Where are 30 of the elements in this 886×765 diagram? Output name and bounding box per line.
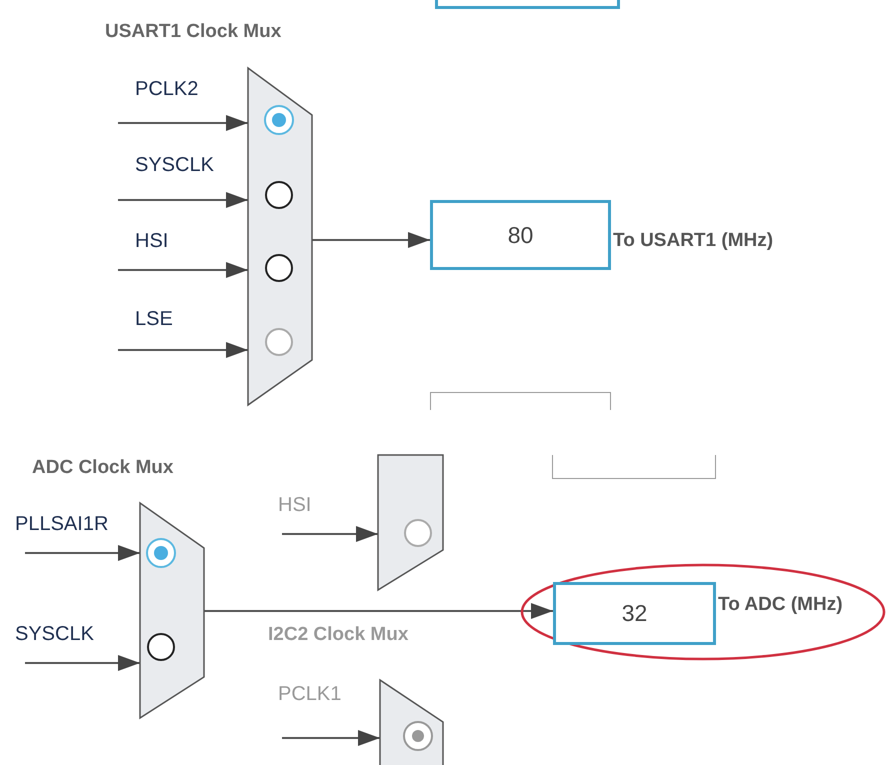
signal-label: PCLK1 [278, 684, 342, 704]
arrow [282, 730, 380, 746]
frequency-box: 80 [430, 200, 611, 270]
empty-box [430, 392, 611, 410]
signal-label: HSI [135, 231, 168, 251]
arrow [118, 342, 248, 358]
clock-mux [268, 625, 444, 765]
arrow [312, 232, 430, 248]
arrow [25, 655, 140, 671]
signal-label: PLLSAI1R [15, 514, 108, 534]
arrow [118, 192, 248, 208]
mux-title: ADC Clock Mux [32, 458, 174, 477]
arrow [282, 526, 378, 542]
arrow [204, 603, 553, 619]
empty-box [552, 455, 716, 479]
arrow [118, 262, 248, 278]
mux-title: USART1 Clock Mux [105, 22, 282, 41]
arrow [118, 115, 248, 131]
clock-mux [105, 22, 313, 405]
signal-label: SYSCLK [15, 624, 94, 644]
signal-label: PCLK2 [135, 79, 198, 99]
output-label: To ADC (MHz) [718, 595, 843, 614]
signal-label: HSI [278, 495, 312, 515]
mux-title: I2C2 Clock Mux [268, 625, 408, 644]
signal-label: LSE [135, 309, 173, 329]
frequency-box: 32 [553, 582, 716, 645]
arrow [25, 545, 140, 561]
signal-label: SYSCLK [135, 155, 214, 175]
clock-mux [378, 455, 444, 590]
output-label: To USART1 (MHz) [613, 231, 774, 250]
